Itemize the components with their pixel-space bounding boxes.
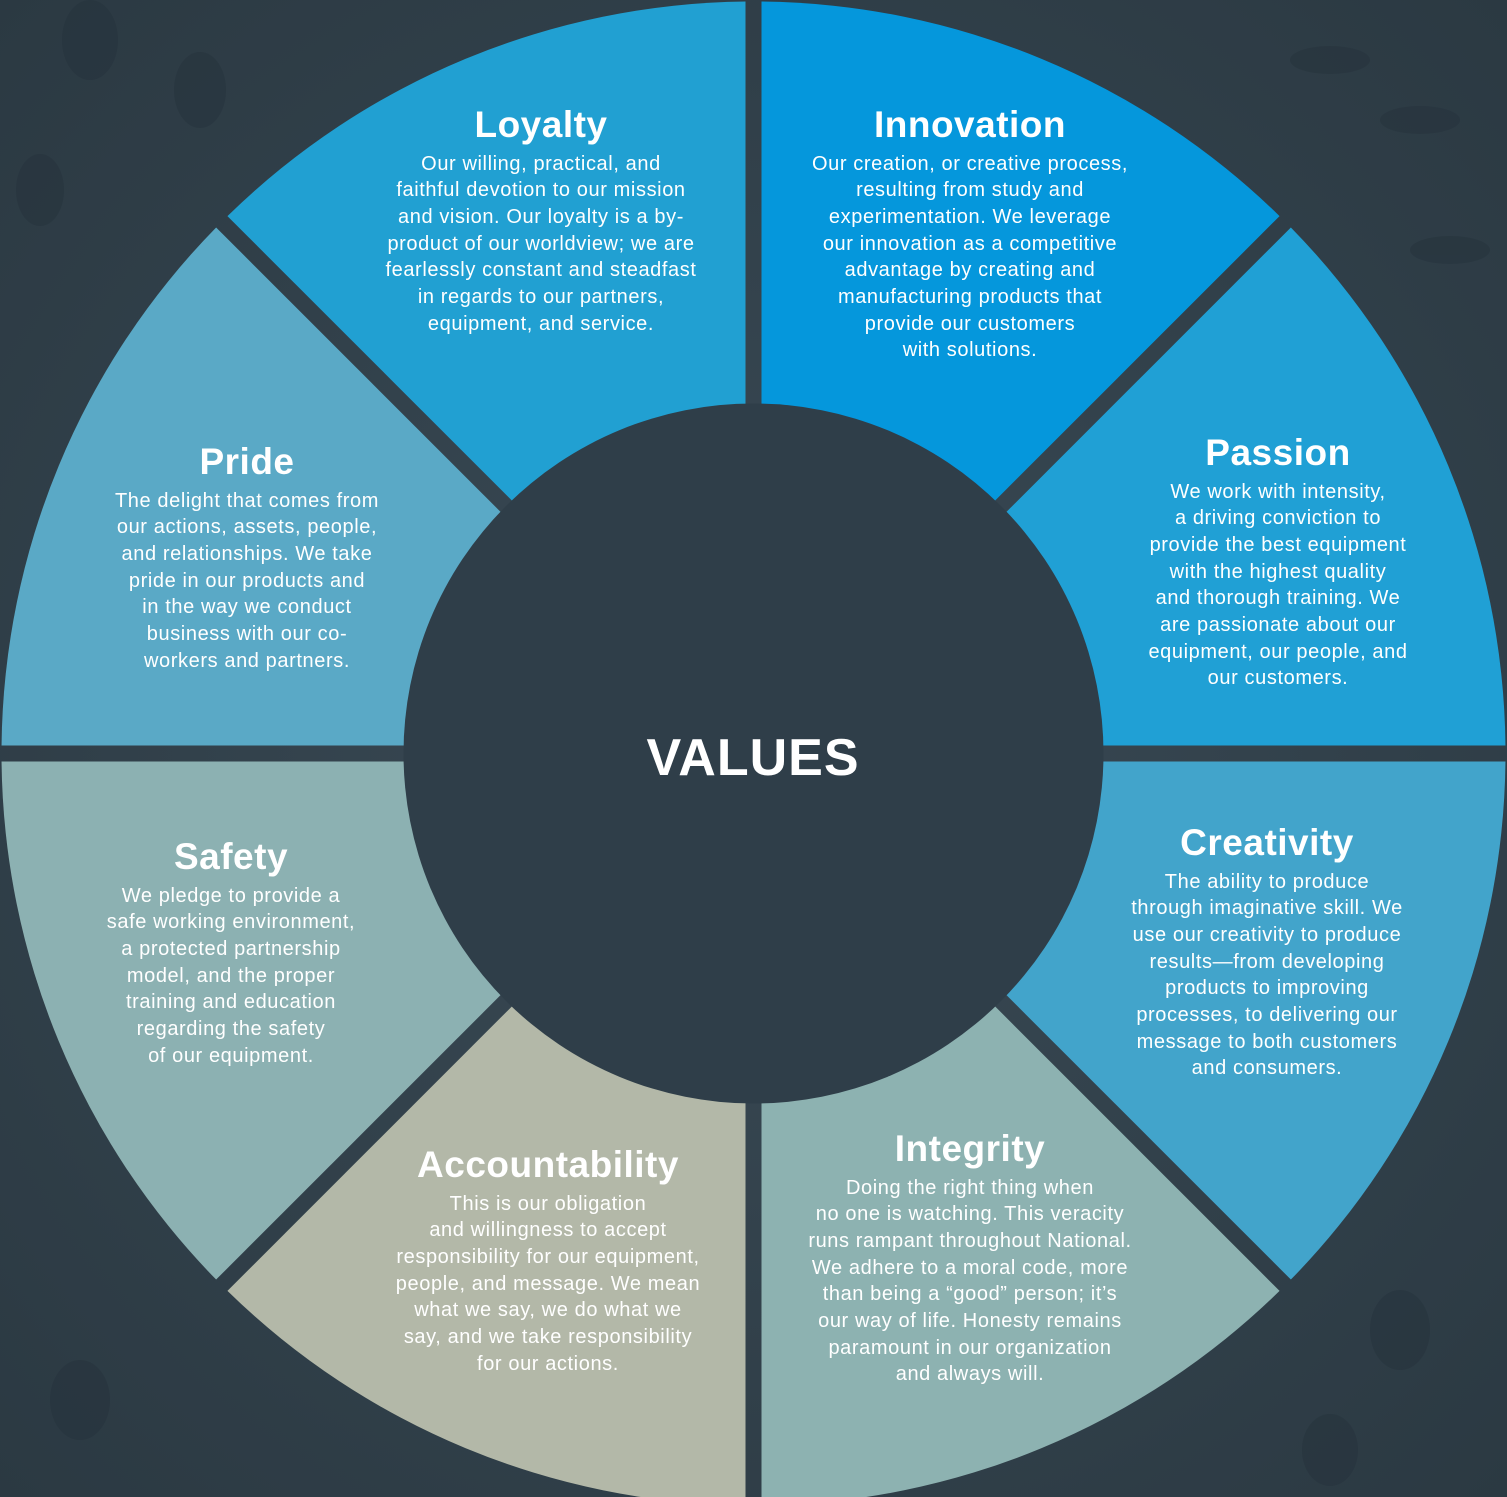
value-description-integrity: Doing the right thing when no one is wat… <box>808 1176 1132 1386</box>
value-description-passion: We work with intensity, a driving convic… <box>1148 480 1408 690</box>
value-title-innovation: Innovation <box>873 104 1067 145</box>
value-title-creativity: Creativity <box>1180 822 1354 863</box>
value-description-innovation: Our creation, or creative process, resul… <box>811 152 1129 362</box>
value-title-passion: Passion <box>1205 432 1351 473</box>
value-description-pride: The delight that comes from our actions,… <box>114 489 380 672</box>
value-integrity: Integrity Doing the right thing when no … <box>790 1128 1150 1388</box>
value-title-integrity: Integrity <box>894 1128 1046 1169</box>
value-creativity: Creativity The ability to produce throug… <box>1112 822 1422 1082</box>
value-title-accountability: Accountability <box>417 1144 679 1185</box>
center-title: VALUES <box>646 729 860 787</box>
value-title-safety: Safety <box>173 836 289 877</box>
value-description-creativity: The ability to produce through imaginati… <box>1131 870 1403 1080</box>
value-passion: Passion We work with intensity, a drivin… <box>1128 432 1428 692</box>
value-loyalty: Loyalty Our willing, practical, and fait… <box>371 104 711 337</box>
center-hub <box>403 403 1104 1104</box>
value-pride: Pride The delight that comes from our ac… <box>97 441 397 674</box>
value-title-pride: Pride <box>199 441 295 482</box>
value-description-loyalty: Our willing, practical, and faithful dev… <box>385 152 697 335</box>
value-innovation: Innovation Our creation, or creative pro… <box>795 104 1145 364</box>
value-description-accountability: This is our obligation and willingness t… <box>395 1192 701 1375</box>
value-safety: Safety We pledge to provide a safe worki… <box>86 836 376 1069</box>
value-accountability: Accountability This is our obligation an… <box>373 1144 723 1377</box>
value-title-loyalty: Loyalty <box>474 104 608 145</box>
value-description-safety: We pledge to provide a safe working envi… <box>106 884 356 1067</box>
